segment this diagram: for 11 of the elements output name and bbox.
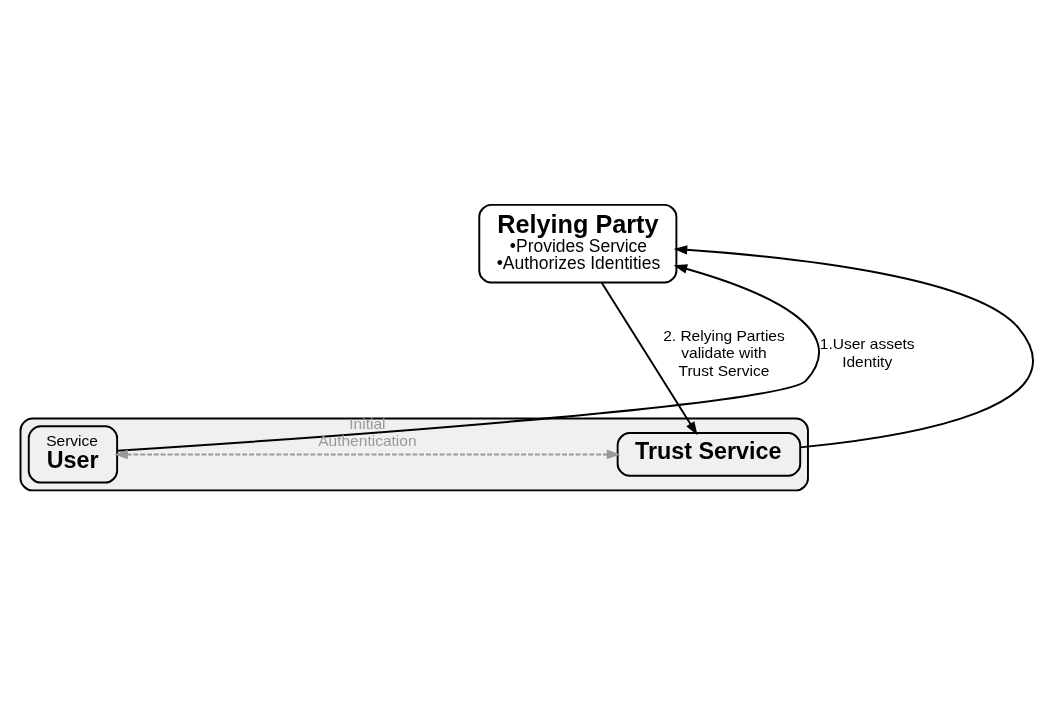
arrow (600, 282, 698, 436)
edge-label: Initial Authentication (318, 414, 417, 450)
edge-label: 1.User assets Identity (819, 335, 915, 370)
arrow (116, 264, 820, 452)
arrow (673, 245, 1034, 449)
node-box: Relying Party •Provides Service •Authorizes Identities (478, 203, 678, 284)
node-box: Trust Service (616, 432, 802, 477)
edge-label: 2. Relying Parties validate with Trust Service (663, 326, 785, 379)
node-box: Service User (27, 425, 119, 484)
arrow (114, 449, 621, 460)
cluster (19, 417, 809, 492)
